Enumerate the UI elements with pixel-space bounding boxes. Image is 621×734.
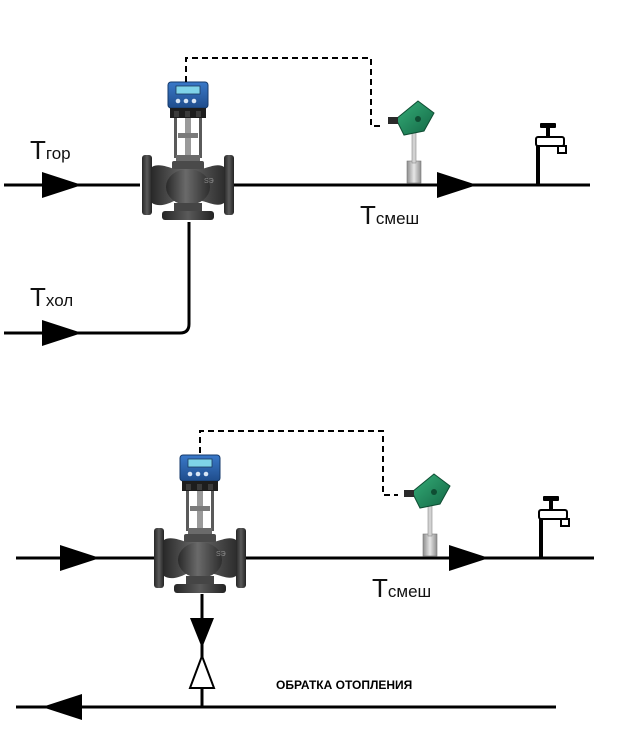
valve-icon	[153, 454, 247, 594]
return-line-label: ОБРАТКА ОТОПЛЕНИЯ	[276, 678, 412, 692]
svg-text:Tсмеш: Tсмеш	[360, 200, 419, 230]
control-signal-line	[199, 430, 398, 496]
mix-temp-subscript: смеш	[388, 582, 431, 601]
cold-supply-pipe	[4, 222, 191, 335]
flow-arrow-icon	[42, 172, 82, 198]
svg-text:Tхол: Tхол	[30, 282, 73, 312]
flow-arrow-icon	[60, 545, 100, 571]
diagram-top: Tгор Tхол Tсмеш	[4, 57, 590, 346]
hot-temp-label: T	[30, 135, 46, 165]
flow-arrow-icon	[42, 320, 82, 346]
temperature-sensor-icon	[403, 473, 451, 557]
temperature-sensor-icon	[387, 100, 435, 184]
flow-arrow-icon	[437, 172, 477, 198]
flow-arrow-icon	[42, 694, 82, 720]
check-valve-icon	[188, 618, 216, 689]
water-tap-icon	[535, 122, 567, 186]
svg-text:Tсмеш: Tсмеш	[372, 573, 431, 603]
cold-temp-subscript: хол	[46, 291, 73, 310]
valve-icon	[141, 81, 235, 221]
flow-arrow-icon	[449, 545, 489, 571]
control-signal-line	[185, 57, 382, 127]
mix-temp-subscript: смеш	[376, 209, 419, 228]
hot-temp-subscript: гор	[46, 144, 71, 163]
mix-temp-label: T	[372, 573, 388, 603]
mix-temp-label: T	[360, 200, 376, 230]
water-tap-icon	[538, 495, 570, 559]
cold-temp-label: T	[30, 282, 46, 312]
svg-text:Tгор: Tгор	[30, 135, 71, 165]
diagram-bottom: Tсмеш ОБРАТКА ОТОПЛЕНИЯ	[16, 430, 594, 720]
